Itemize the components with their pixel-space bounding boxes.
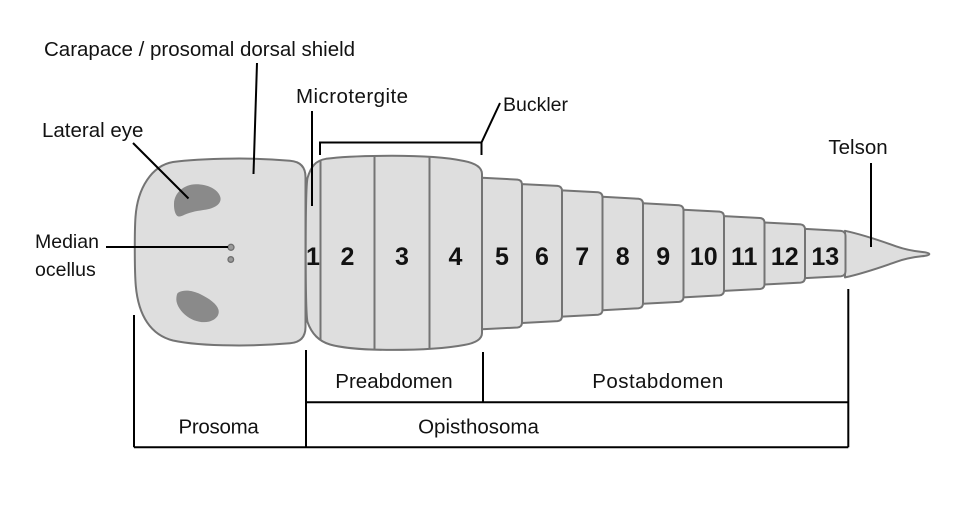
- svg-text:Telson: Telson: [828, 136, 887, 159]
- svg-text:Postabdomen: Postabdomen: [592, 370, 723, 393]
- svg-text:Opisthosoma: Opisthosoma: [418, 416, 539, 439]
- svg-text:2: 2: [341, 243, 355, 271]
- svg-text:10: 10: [690, 243, 718, 271]
- svg-text:11: 11: [731, 243, 758, 271]
- svg-text:Median: Median: [35, 231, 99, 253]
- svg-text:Preabdomen: Preabdomen: [335, 370, 452, 393]
- svg-text:ocellus: ocellus: [35, 259, 96, 281]
- svg-text:3: 3: [395, 243, 409, 271]
- svg-text:13: 13: [811, 243, 839, 271]
- svg-text:6: 6: [535, 243, 549, 271]
- svg-text:Microtergite: Microtergite: [296, 85, 409, 108]
- svg-text:Lateral eye: Lateral eye: [42, 119, 143, 142]
- svg-text:Prosoma: Prosoma: [179, 416, 260, 439]
- svg-text:1: 1: [306, 243, 320, 271]
- svg-text:5: 5: [495, 243, 509, 271]
- svg-text:Buckler: Buckler: [503, 94, 569, 116]
- svg-text:7: 7: [575, 243, 589, 271]
- svg-text:Carapace / prosomal dorsal shi: Carapace / prosomal dorsal shield: [44, 38, 355, 61]
- svg-text:12: 12: [771, 243, 799, 271]
- svg-text:8: 8: [616, 243, 630, 271]
- svg-text:9: 9: [656, 243, 670, 271]
- svg-text:4: 4: [449, 243, 463, 271]
